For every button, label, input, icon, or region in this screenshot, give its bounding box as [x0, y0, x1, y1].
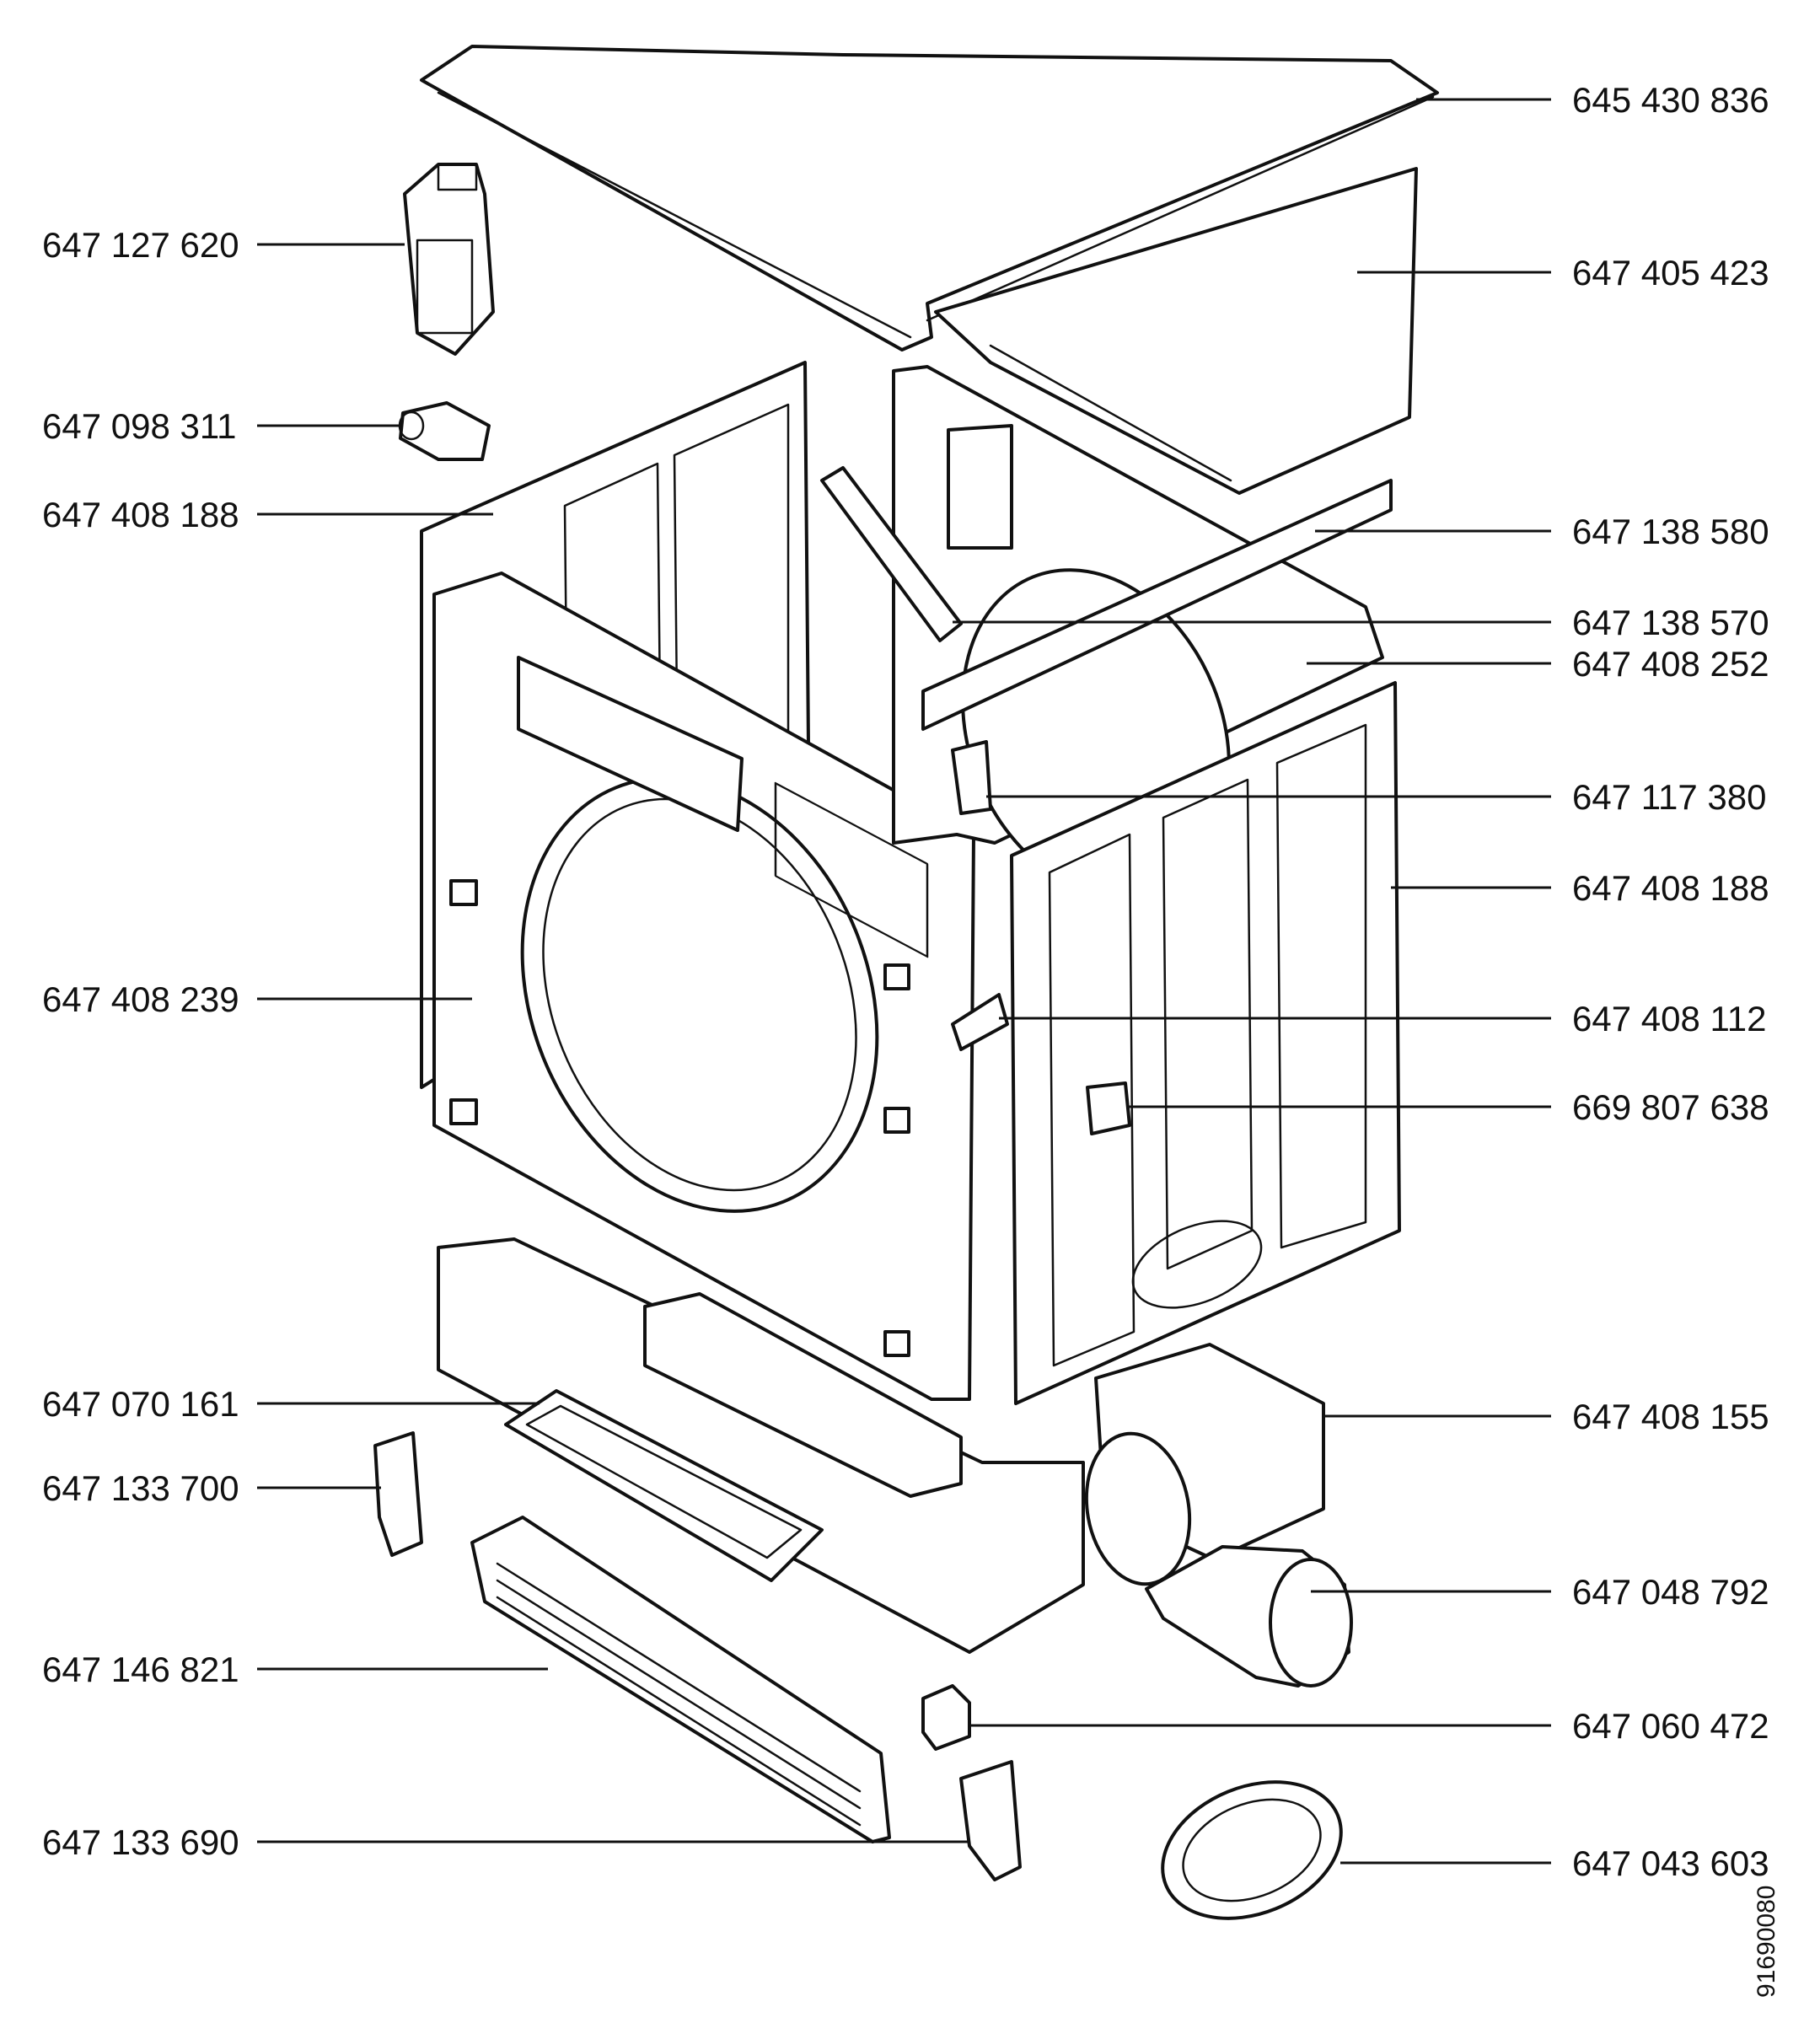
left-bracket	[373, 1431, 423, 1557]
part-label: 647 408 188	[42, 495, 239, 534]
part-label: 647 060 472	[1572, 1706, 1769, 1746]
duct-housing	[1084, 1343, 1325, 1586]
part-label: 647 408 252	[1572, 644, 1769, 684]
right-bracket	[959, 1760, 1022, 1881]
part-label: 647 098 311	[42, 406, 236, 446]
front-panel	[432, 571, 975, 1401]
panel-clip	[951, 993, 1009, 1051]
drawing-reference-number: 91690080	[1753, 1886, 1780, 1998]
labels-left: 647 127 620 647 098 311 647 408 188 647 …	[42, 225, 239, 1862]
door-catch	[1086, 1081, 1131, 1135]
part-label: 647 408 239	[42, 979, 239, 1019]
part-label: 647 070 161	[42, 1384, 239, 1424]
part-label: 647 138 570	[1572, 603, 1769, 642]
part-label: 647 405 423	[1572, 253, 1769, 292]
leveling-foot	[921, 1684, 971, 1751]
right-side-panel	[1010, 681, 1401, 1405]
lint-filter	[504, 1389, 824, 1582]
part-label: 669 807 638	[1572, 1087, 1769, 1127]
part-label: 647 408 112	[1572, 999, 1766, 1038]
part-label: 647 048 792	[1572, 1572, 1769, 1612]
cross-strut	[921, 479, 1393, 731]
part-label: 647 146 821	[42, 1650, 239, 1689]
plinth-grille	[470, 1516, 891, 1843]
hinge-bracket	[951, 740, 992, 815]
small-clip	[398, 401, 491, 461]
top-cover	[420, 45, 1439, 351]
part-label: 647 138 580	[1572, 512, 1769, 551]
part-label: 647 133 700	[42, 1468, 239, 1508]
part-label: 647 133 690	[42, 1822, 239, 1862]
part-label: 647 408 188	[1572, 868, 1769, 908]
diagonal-strut	[820, 466, 963, 642]
leaders-right	[953, 98, 1551, 1865]
leaders-left	[257, 243, 969, 1843]
labels-right: 645 430 836 647 405 423 647 138 580 647 …	[1572, 80, 1769, 1883]
part-label: 645 430 836	[1572, 80, 1769, 120]
part-label: 647 043 603	[1572, 1843, 1769, 1883]
part-label: 647 408 155	[1572, 1397, 1769, 1436]
door-switch	[403, 163, 495, 356]
part-label: 647 127 620	[42, 225, 239, 265]
part-label: 647 117 380	[1572, 777, 1766, 817]
hose-ring	[1161, 1780, 1343, 1920]
back-panel	[934, 167, 1418, 495]
